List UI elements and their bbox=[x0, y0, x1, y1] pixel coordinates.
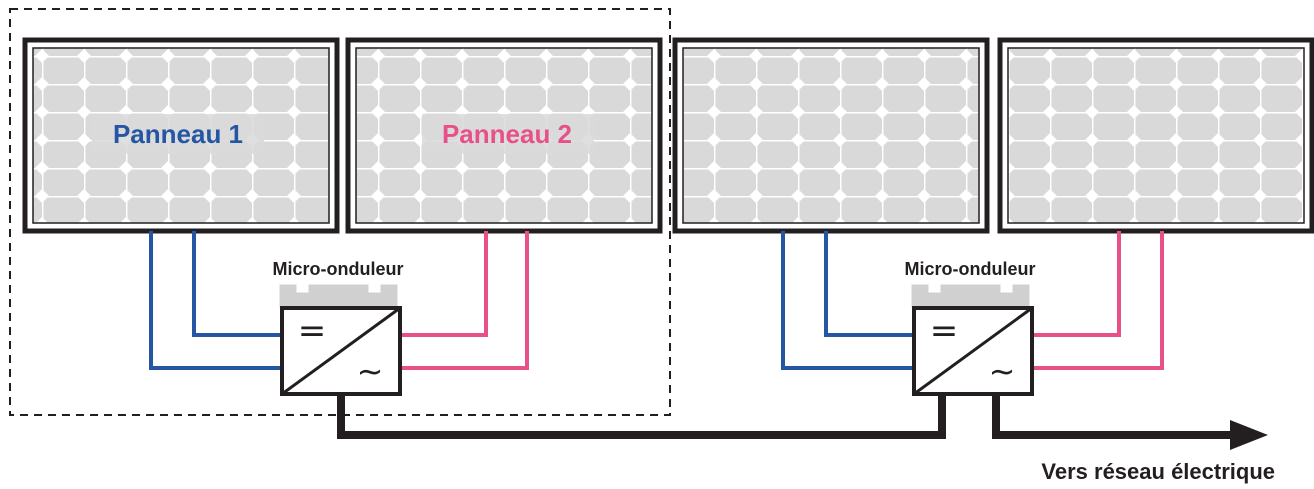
dc-wire-panel-2-inner bbox=[400, 231, 488, 337]
dc-wire-panel-3-outer bbox=[781, 231, 914, 370]
micro-inverter-1: Micro-onduleur = ~ bbox=[273, 259, 404, 396]
dc-wire-panel-4-inner bbox=[1032, 231, 1121, 337]
ac-line-inverter-1 bbox=[337, 392, 946, 439]
arrow-right-icon bbox=[1230, 420, 1268, 450]
dc-wire-panel-1-inner bbox=[192, 231, 282, 337]
solar-panel-4 bbox=[997, 37, 1314, 234]
panel-2-label: Panneau 2 bbox=[442, 119, 572, 149]
solar-panel-3 bbox=[672, 37, 990, 234]
solar-panel-icon bbox=[1007, 47, 1305, 224]
dashed-group-border bbox=[9, 8, 671, 416]
ac-symbol: ~ bbox=[357, 352, 384, 390]
dc-wire-panel-1-outer bbox=[149, 231, 282, 370]
inverter-heatsink bbox=[278, 283, 399, 309]
ac-line-output bbox=[992, 392, 1232, 439]
dc-wire-panel-4-outer bbox=[1032, 231, 1164, 370]
micro-inverter-2: Micro-onduleur = ~ bbox=[905, 259, 1036, 396]
micro-inverter-label: Micro-onduleur bbox=[905, 259, 1036, 279]
inverter-heatsink bbox=[910, 283, 1031, 309]
dc-wire-panel-2-outer bbox=[400, 231, 529, 370]
dc-symbol: = bbox=[298, 311, 327, 351]
solar-panel-icon bbox=[682, 47, 980, 224]
dc-wire-panel-3-inner bbox=[824, 231, 914, 337]
dc-symbol: = bbox=[930, 311, 959, 351]
output-label: Vers réseau électrique bbox=[1041, 459, 1275, 484]
micro-inverter-label: Micro-onduleur bbox=[273, 259, 404, 279]
panel-1-label: Panneau 1 bbox=[113, 119, 243, 149]
ac-symbol: ~ bbox=[989, 352, 1016, 390]
